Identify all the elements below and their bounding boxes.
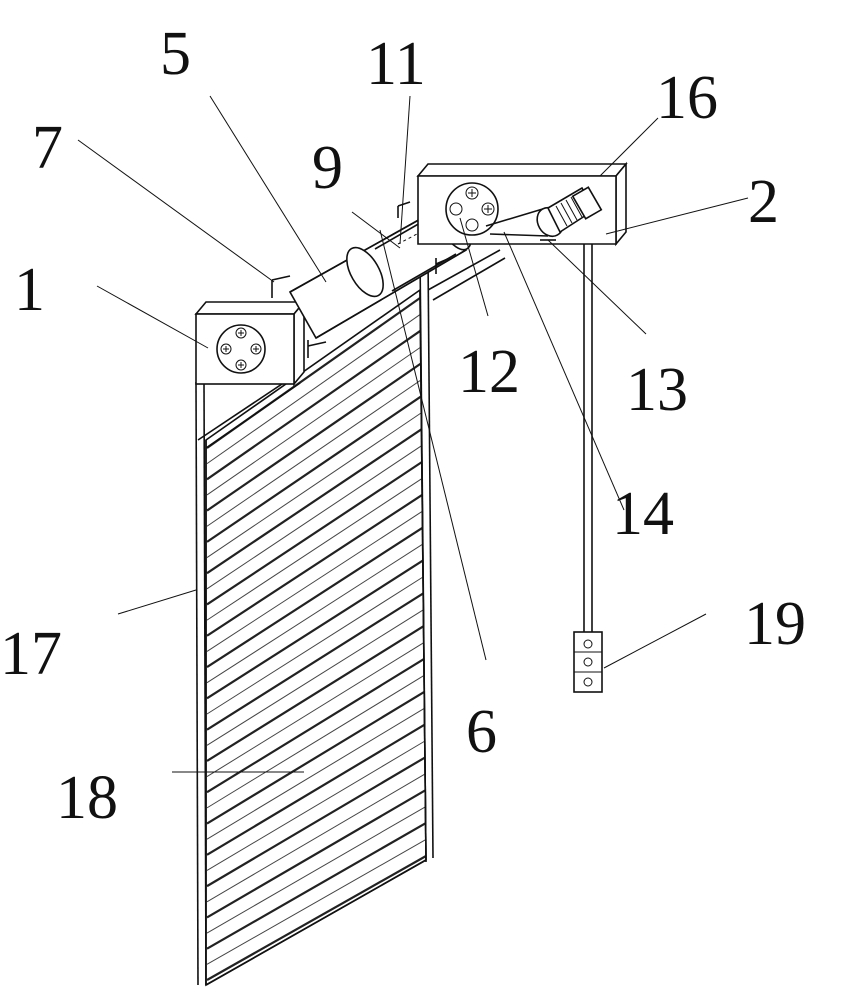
callout-11: 11 bbox=[366, 30, 426, 98]
callout-1: 1 bbox=[14, 256, 45, 324]
left-bracket bbox=[196, 302, 304, 384]
callout-14: 14 bbox=[612, 480, 674, 548]
callout-17: 17 bbox=[0, 620, 62, 688]
curtain-panel bbox=[206, 290, 426, 985]
callout-19: 19 bbox=[744, 590, 806, 658]
callout-12: 12 bbox=[458, 338, 520, 406]
callout-7: 7 bbox=[32, 114, 63, 182]
callout-16: 16 bbox=[656, 64, 718, 132]
control-box bbox=[574, 632, 602, 692]
callout-2: 2 bbox=[748, 168, 779, 236]
callout-13: 13 bbox=[626, 356, 688, 424]
callout-9: 9 bbox=[312, 134, 343, 202]
callout-6: 6 bbox=[466, 698, 497, 766]
callout-5: 5 bbox=[160, 20, 191, 88]
right-bracket bbox=[418, 164, 626, 244]
callout-18: 18 bbox=[56, 764, 118, 832]
left-side-rail bbox=[196, 382, 206, 985]
pull-cord bbox=[584, 244, 592, 632]
